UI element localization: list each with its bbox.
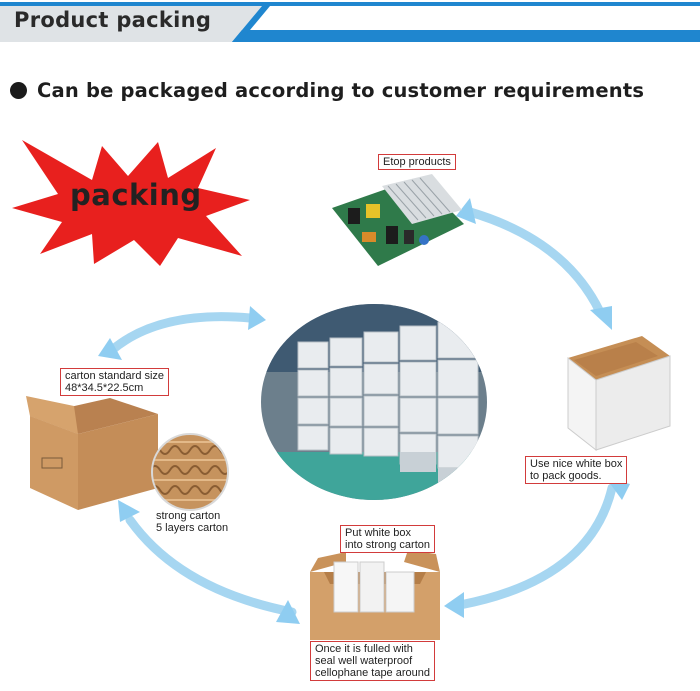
carton-box-image	[26, 396, 158, 510]
arrow-product-to-whitebox	[465, 207, 605, 317]
bullet-icon	[10, 81, 27, 99]
label-etop-products: Etop products	[378, 154, 456, 170]
subtitle-row: Can be packaged according to customer re…	[10, 76, 700, 104]
white-box-image	[567, 336, 671, 452]
starburst-icon	[12, 140, 250, 266]
warehouse-photo	[261, 304, 487, 500]
put-in-carton-line-2: into strong carton	[345, 539, 430, 551]
seal-line-2: seal well waterproof	[315, 655, 413, 667]
page-title: Product packing	[14, 8, 212, 32]
put-in-carton-line-1: Put white box	[345, 527, 412, 539]
open-carton-image	[310, 550, 440, 640]
seal-line-3: cellophane tape around	[315, 667, 430, 679]
label-seal-carton: Once it is fulled with seal well waterpr…	[310, 641, 435, 681]
label-strong-carton: strong carton 5 layers carton	[156, 510, 228, 534]
arrow-carton-to-strong	[125, 515, 297, 617]
burst-label: packing	[70, 178, 202, 212]
white-box-line-1: Use nice white box	[530, 458, 623, 470]
label-put-in-carton: Put white box into strong carton	[340, 525, 435, 553]
label-white-box: Use nice white box to pack goods.	[525, 456, 628, 484]
seal-line-1: Once it is fulled with	[315, 643, 413, 655]
strong-carton-line-2: 5 layers carton	[156, 522, 229, 534]
white-box-line-2: to pack goods.	[530, 470, 602, 482]
strong-carton-line-1: strong carton	[156, 510, 221, 522]
carton-size-line-1: carton standard size	[65, 370, 165, 382]
arrow-whitebox-to-carton	[455, 483, 617, 610]
subtitle-text: Can be packaged according to customer re…	[37, 78, 645, 102]
pcb-product-image	[332, 174, 464, 266]
corrugated-layers-image	[151, 433, 229, 511]
carton-size-line-2: 48*34.5*22.5cm	[65, 382, 144, 394]
label-carton-size: carton standard size 48*34.5*22.5cm	[60, 368, 170, 396]
header-banner	[0, 0, 700, 44]
arrow-strong-to-warehouse	[107, 312, 255, 355]
